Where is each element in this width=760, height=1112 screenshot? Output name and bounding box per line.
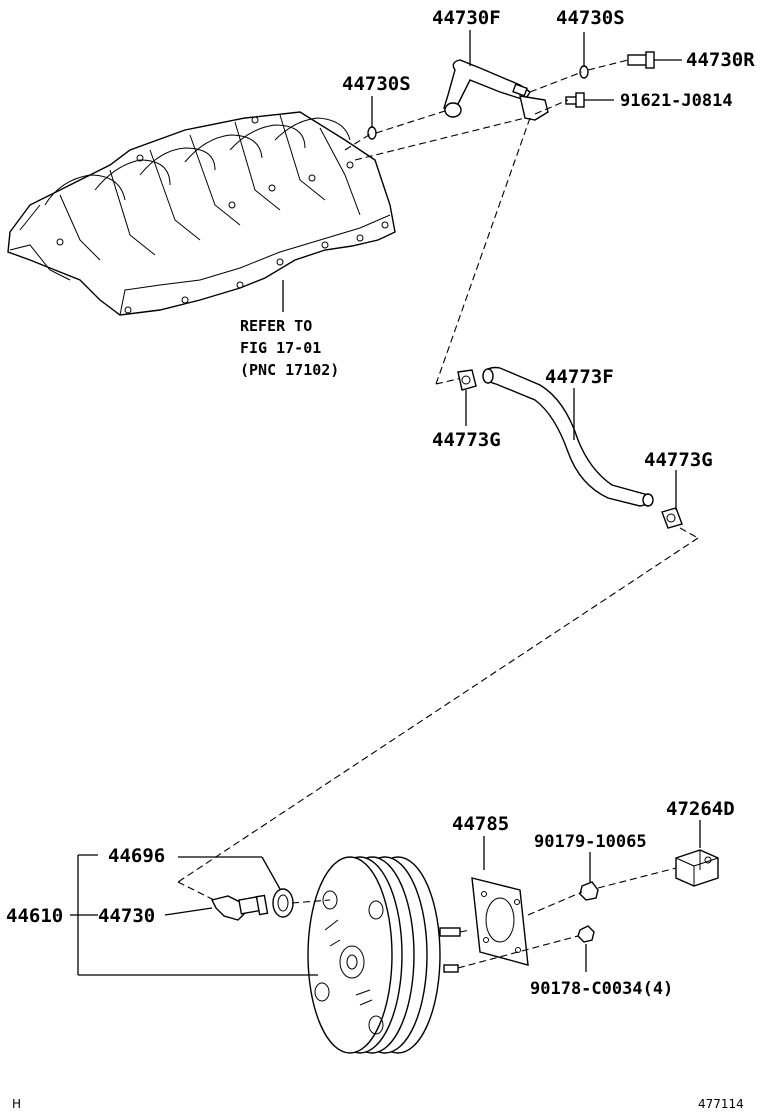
label-44730s-top: 44730S (556, 7, 625, 29)
refer-line-2: FIG 17-01 (240, 339, 321, 357)
label-44773g-right: 44773G (644, 449, 713, 471)
refer-line-3: (PNC 17102) (240, 361, 339, 379)
label-47264d: 47264D (666, 798, 735, 820)
grommet-44696-icon (272, 888, 294, 918)
label-44730r: 44730R (686, 49, 755, 71)
gasket-44785-icon (471, 877, 529, 966)
label-44785: 44785 (452, 813, 509, 835)
union-bolt-icon (627, 51, 655, 69)
label-44730f: 44730F (432, 7, 501, 29)
union-fitting-icon (443, 59, 549, 121)
clip-44773g-left-icon (457, 369, 477, 391)
nut-90178-icon (577, 925, 595, 943)
vacuum-hose-icon (482, 366, 654, 507)
label-44773g-left: 44773G (432, 429, 501, 451)
label-44730s-left: 44730S (342, 73, 411, 95)
label-44696: 44696 (108, 845, 165, 867)
brake-booster-icon (307, 856, 461, 1054)
corner-code-left: H (12, 1097, 21, 1111)
gasket-44730s-top-icon (579, 65, 589, 79)
bracket-47264d-icon (675, 849, 719, 887)
nut-90179-icon (579, 881, 599, 901)
label-44610: 44610 (6, 905, 63, 927)
bolt-91621-icon (565, 92, 585, 108)
label-90179: 90179-10065 (534, 832, 647, 852)
refer-line-1: REFER TO (240, 317, 312, 335)
clip-44773g-right-icon (661, 507, 683, 529)
label-90178: 90178-C0034(4) (530, 979, 673, 999)
check-valve-44730-icon (210, 894, 269, 921)
label-91621: 91621-J0814 (620, 91, 733, 111)
diagram-number: 477114 (698, 1097, 744, 1111)
gasket-44730s-left-icon (367, 126, 377, 140)
intake-manifold-icon (7, 111, 396, 316)
label-44773f: 44773F (545, 366, 614, 388)
label-44730: 44730 (98, 905, 155, 927)
